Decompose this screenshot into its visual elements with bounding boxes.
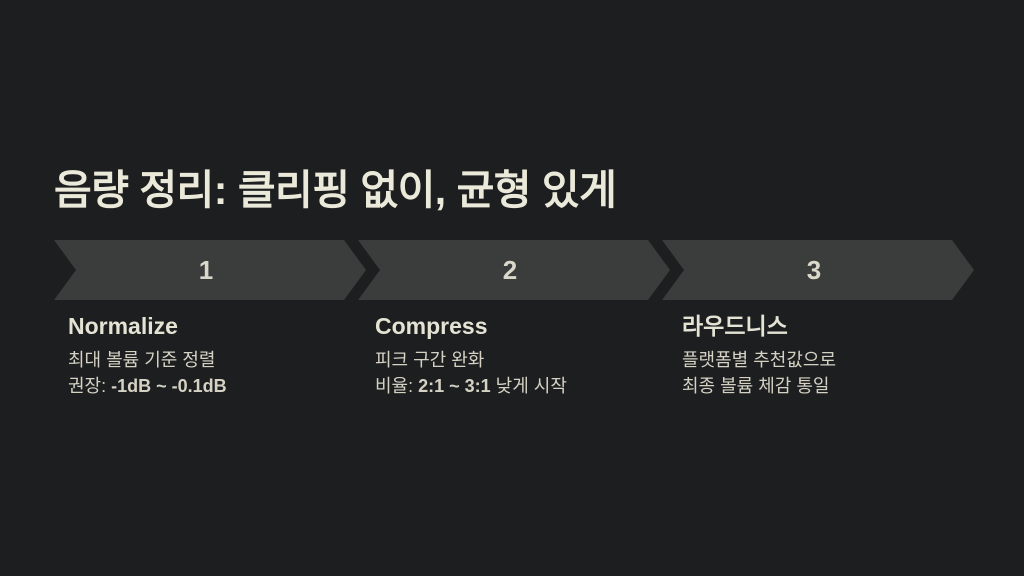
- step-compress-line2-suffix: 낮게 시작: [490, 376, 567, 396]
- chevron-banner-step-1: 1: [54, 240, 366, 300]
- step-heading-compress: Compress: [375, 313, 488, 339]
- step-number-2: 2: [502, 254, 518, 285]
- chevron-banner-step-3: 3: [662, 240, 974, 300]
- step-compress-line2: 비율: 2:1 ~ 3:1 낮게 시작: [375, 373, 661, 399]
- step-heading-normalize: Normalize: [68, 313, 178, 339]
- step-normalize-line2-bold: -1dB ~ -0.1dB: [111, 376, 227, 396]
- step-loudness-line2: 최종 볼륨 체감 통일: [682, 373, 968, 399]
- step-compress-line1: 피크 구간 완화: [375, 350, 485, 370]
- step-compress-line2-prefix: 비율:: [375, 376, 419, 396]
- step-normalize-line2-prefix: 권장:: [68, 376, 112, 396]
- step-normalize-line1: 최대 볼륨 기준 정렬: [68, 350, 216, 370]
- step-column-normalize: Normalize 최대 볼륨 기준 정렬 권장: -1dB ~ -0.1dB: [54, 313, 354, 399]
- slide-title: 음량 정리: 클리핑 없이, 균형 있게: [54, 167, 617, 213]
- step-column-compress: Compress 피크 구간 완화 비율: 2:1 ~ 3:1 낮게 시작: [361, 313, 661, 399]
- step-loudness-line2-prefix: 최종 볼륨 체감 통일: [682, 376, 830, 396]
- chevron-banner-step-2: 2: [358, 240, 670, 300]
- step-number-3: 3: [806, 254, 822, 285]
- step-column-loudness: 라우드니스 플랫폼별 추천값으로 최종 볼륨 체감 통일: [668, 313, 968, 399]
- step-compress-line2-bold: 2:1 ~ 3:1: [418, 376, 491, 396]
- step-arrow-row: 1 2 3: [54, 240, 974, 300]
- step-loudness-line1: 플랫폼별 추천값으로: [682, 350, 837, 370]
- step-number-1: 1: [198, 254, 214, 285]
- step-normalize-line2: 권장: -1dB ~ -0.1dB: [68, 373, 354, 399]
- step-heading-loudness: 라우드니스: [682, 313, 788, 339]
